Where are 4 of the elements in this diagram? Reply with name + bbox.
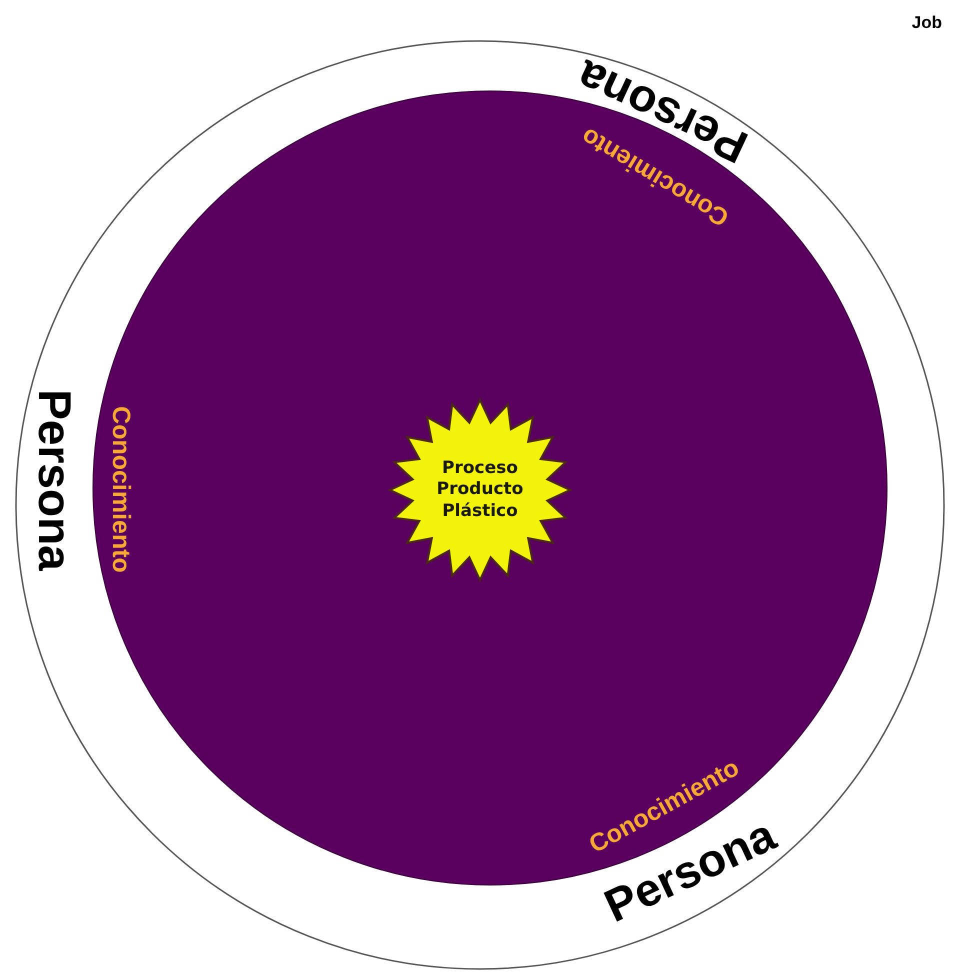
corner-note: Job (912, 14, 942, 31)
persona-label: Persona (32, 389, 78, 571)
knowledge-label: Conocimiento (108, 406, 132, 572)
starburst-label: Proceso Producto Plástico (436, 458, 524, 522)
